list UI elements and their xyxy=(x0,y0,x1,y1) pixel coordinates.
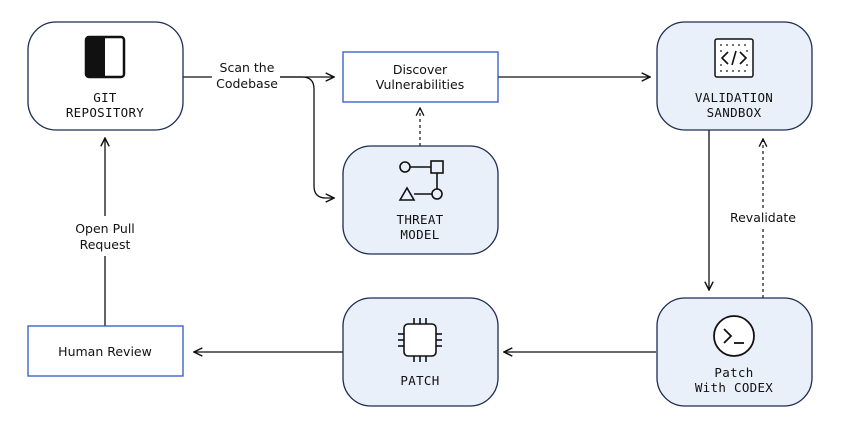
node-title: THREAT xyxy=(397,212,444,227)
svg-text:Request: Request xyxy=(80,237,131,252)
svg-text:Codebase: Codebase xyxy=(216,76,278,91)
node-threat-model: THREAT MODEL xyxy=(342,145,499,255)
node-discover-vulnerabilities: Discover Vulnerabilities xyxy=(342,51,499,103)
node-subtitle: MODEL xyxy=(400,227,439,242)
edge-label-revalidate: Revalidate xyxy=(724,208,802,226)
chip-icon xyxy=(398,318,442,362)
node-git-repository: GIT REPOSITORY xyxy=(27,21,184,131)
node-subtitle: REPOSITORY xyxy=(66,105,144,120)
node-human-review: Human Review xyxy=(27,325,184,377)
node-subtitle: With CODEX xyxy=(695,380,773,395)
node-title: Discover xyxy=(393,62,448,77)
node-title: GIT xyxy=(93,90,117,105)
threat-graph-icon xyxy=(398,160,444,201)
terminal-prompt-icon xyxy=(713,315,755,357)
node-subtitle: Vulnerabilities xyxy=(376,77,464,92)
svg-text:Scan the: Scan the xyxy=(220,60,275,75)
node-title: PATCH xyxy=(400,373,439,388)
edge-scan-codebase xyxy=(183,77,334,198)
node-title: Patch xyxy=(714,365,753,380)
node-patch-with-codex: Patch With CODEX xyxy=(656,297,813,407)
code-sandbox-icon xyxy=(714,38,754,78)
split-square-icon xyxy=(84,35,126,79)
node-subtitle: SANDBOX xyxy=(707,105,762,120)
node-title: Human Review xyxy=(58,344,152,359)
node-patch: PATCH xyxy=(342,297,499,407)
node-validation-sandbox: VALIDATION SANDBOX xyxy=(656,21,813,131)
edge-label-open-pull-request: Open Pull Request xyxy=(75,221,135,252)
svg-text:Revalidate: Revalidate xyxy=(730,210,796,225)
svg-text:Open Pull: Open Pull xyxy=(75,221,135,236)
edge-label-scan-codebase: Scan the Codebase xyxy=(216,60,278,91)
node-title: VALIDATION xyxy=(695,90,773,105)
